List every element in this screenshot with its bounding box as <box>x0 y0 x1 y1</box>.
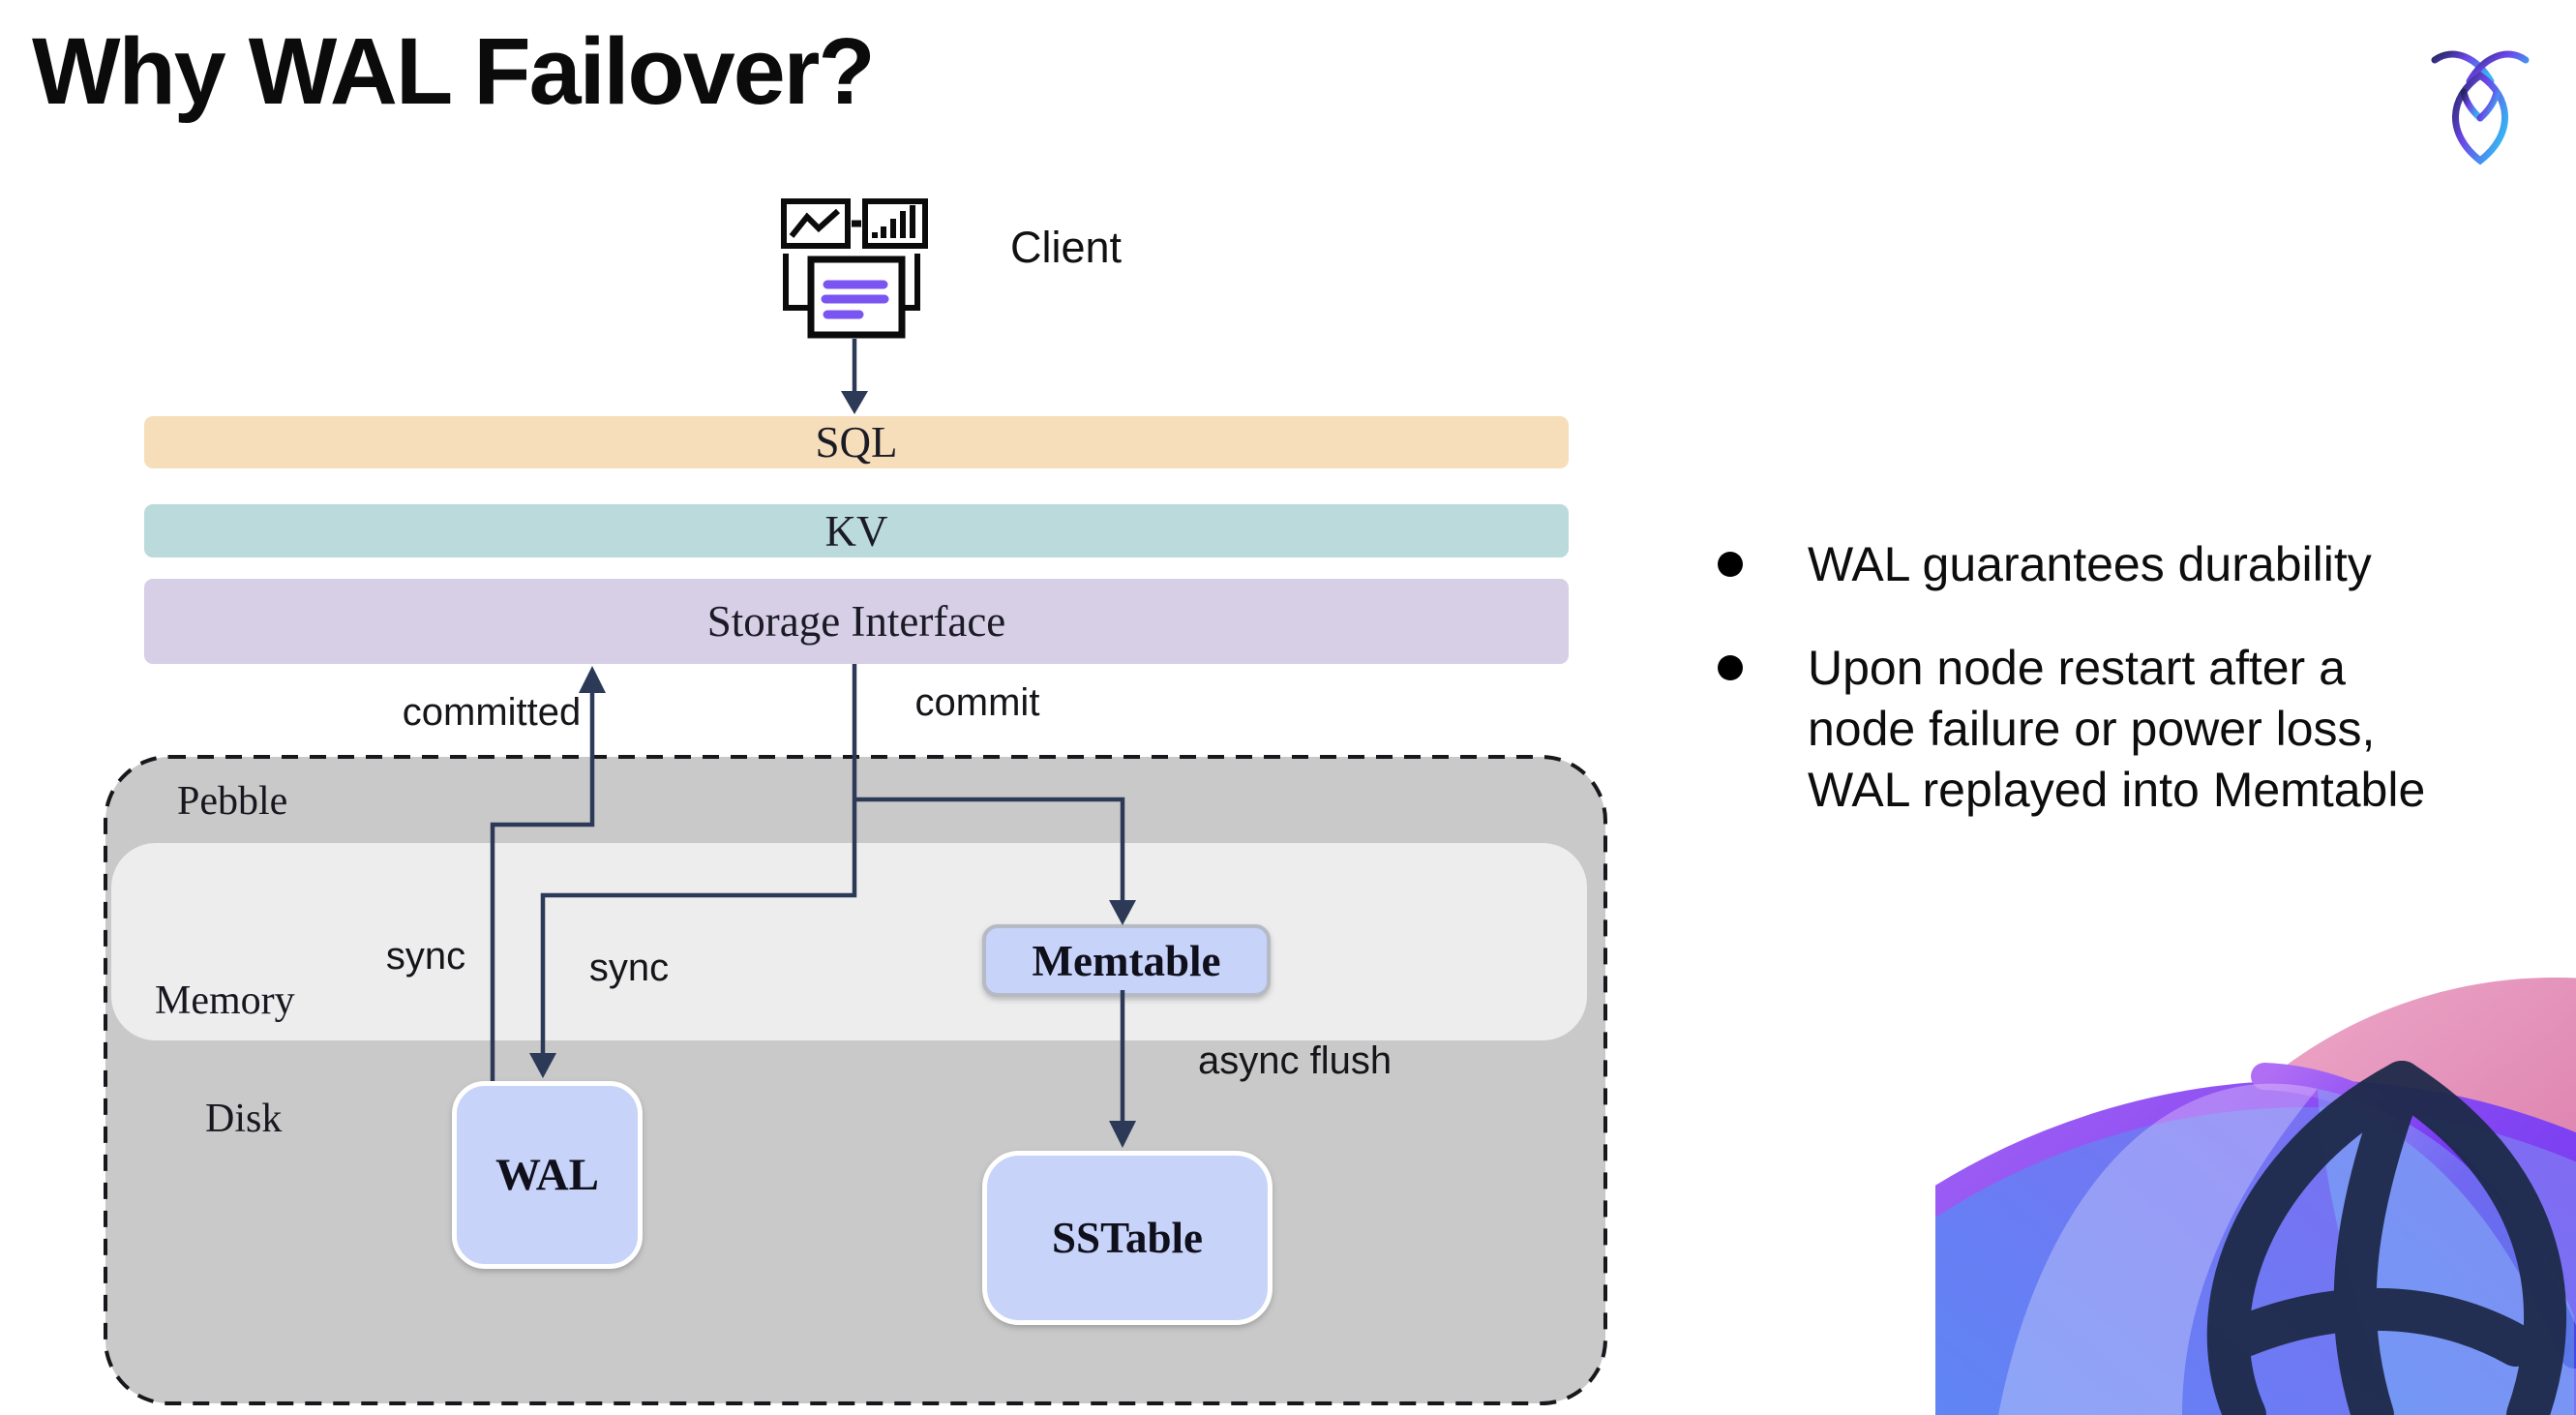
memory-band <box>111 843 1587 1040</box>
line-chart-icon <box>781 198 851 249</box>
leaf-highlight <box>1998 1083 2318 1415</box>
sstable-box: SSTable <box>982 1151 1273 1325</box>
storage-interface-label: Storage Interface <box>706 597 1006 646</box>
disk-label: Disk <box>205 1097 283 1141</box>
kv-layer-bar: KV <box>144 504 1569 557</box>
bullet-text: WAL guarantees durability <box>1808 534 2372 595</box>
page-title: Why WAL Failover? <box>32 18 876 124</box>
bullet-line: WAL replayed into Memtable <box>1808 763 2426 817</box>
wal-box-label: WAL <box>494 1150 600 1200</box>
kv-layer-label: KV <box>824 506 888 556</box>
memtable-box: Memtable <box>982 924 1271 997</box>
commit-edge-label: commit <box>914 681 1040 724</box>
bullet-dot <box>1718 655 1743 680</box>
bullet-item-durability: WAL guarantees durability <box>1689 534 2560 595</box>
bullet-line: WAL guarantees durability <box>1808 537 2372 591</box>
storage-interface-bar: Storage Interface <box>144 579 1569 664</box>
bullet-dot <box>1718 552 1743 577</box>
sstable-box-label: SSTable <box>1052 1214 1203 1262</box>
bullet-line: node failure or power loss, <box>1808 702 2376 756</box>
client-icon <box>781 198 928 339</box>
sync-right-edge-label: sync <box>588 947 670 989</box>
memtable-box-label: Memtable <box>1032 936 1221 985</box>
brand-artwork <box>1935 978 2576 1415</box>
cockroachdb-logo-icon <box>2431 50 2530 166</box>
memory-label: Memory <box>155 978 295 1023</box>
document-icon <box>783 254 920 339</box>
bar-chart-icon <box>862 198 928 249</box>
wal-box: WAL <box>452 1081 643 1269</box>
sql-layer-label: SQL <box>815 418 898 467</box>
bullet-line: Upon node restart after a <box>1808 641 2346 695</box>
bullet-text: Upon node restart after a node failure o… <box>1808 638 2425 821</box>
bullet-item-replay: Upon node restart after a node failure o… <box>1689 638 2560 821</box>
committed-edge-label: committed <box>402 691 582 734</box>
sql-layer-bar: SQL <box>144 416 1569 468</box>
bullet-list: WAL guarantees durability Upon node rest… <box>1689 534 2560 863</box>
pebble-label: Pebble <box>177 779 288 824</box>
client-label: Client <box>1010 223 1123 272</box>
async-flush-edge-label: async flush <box>1198 1039 1393 1082</box>
giant-cockroach-glyph <box>2206 1061 2567 1415</box>
sync-left-edge-label: sync <box>385 935 466 978</box>
